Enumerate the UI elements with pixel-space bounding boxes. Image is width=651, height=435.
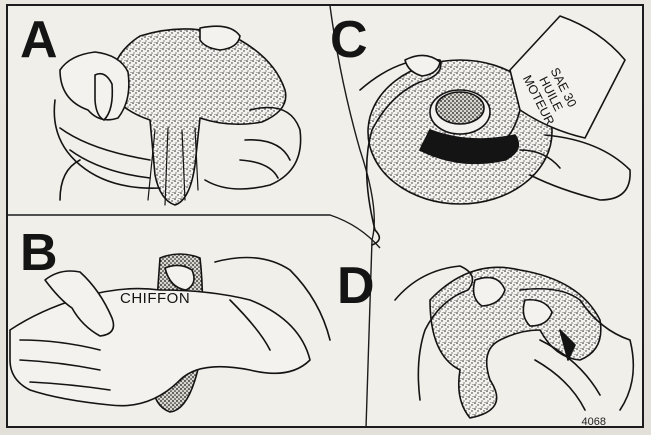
panel-d-illustration <box>395 266 633 418</box>
panel-a-illustration <box>54 26 300 205</box>
panel-letter-b: B <box>20 227 58 279</box>
panel-letter-a: A <box>20 14 58 66</box>
panel-b-illustration <box>10 254 330 412</box>
panel-c-illustration <box>360 16 630 245</box>
figure-number: 4068 <box>582 416 606 428</box>
panel-letter-d: D <box>337 260 375 312</box>
cloth-label: CHIFFON <box>120 290 190 307</box>
panel-letter-c: C <box>330 14 368 66</box>
